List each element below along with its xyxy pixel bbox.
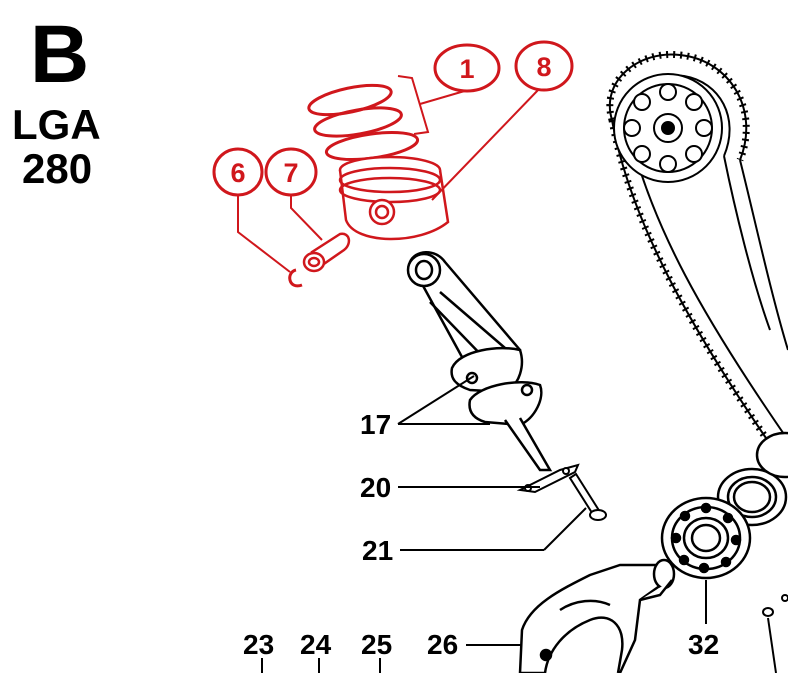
circlip-drawing bbox=[288, 268, 303, 288]
timing-pulley-drawing bbox=[613, 73, 723, 183]
callout-24-label: 24 bbox=[300, 629, 332, 660]
callout-8-label: 8 bbox=[536, 52, 551, 82]
section-code-letter: B bbox=[30, 9, 90, 100]
rod-bolt-drawing bbox=[568, 472, 607, 521]
callout-7-label: 7 bbox=[283, 158, 298, 188]
piston-rings-drawing bbox=[307, 83, 420, 161]
callout-20-label: 20 bbox=[360, 472, 391, 503]
callout-23-label: 23 bbox=[243, 629, 274, 660]
rod-bolt-plate-drawing bbox=[516, 463, 580, 494]
callout-26-label: 26 bbox=[427, 629, 458, 660]
callout-25-label: 25 bbox=[361, 629, 392, 660]
callout-1-label: 1 bbox=[459, 54, 474, 84]
engine-model-number: 280 bbox=[22, 145, 93, 192]
piston-pin-drawing bbox=[302, 232, 351, 273]
main-bearing-drawing bbox=[660, 496, 752, 580]
callout-21-label: 21 bbox=[362, 535, 393, 566]
red-callouts: 1 8 6 7 bbox=[212, 40, 574, 273]
crankshaft-drawing bbox=[518, 558, 676, 673]
callout-17-label: 17 bbox=[360, 409, 391, 440]
engine-model-name: LGA bbox=[12, 101, 101, 148]
connecting-rod-drawing bbox=[406, 251, 553, 472]
callout-6-label: 6 bbox=[230, 158, 245, 188]
piston-drawing bbox=[338, 155, 450, 241]
callout-32-label: 32 bbox=[688, 629, 719, 660]
black-callouts: 17 20 21 23 24 25 26 32 bbox=[243, 375, 719, 673]
small-stud-drawing bbox=[762, 594, 788, 673]
